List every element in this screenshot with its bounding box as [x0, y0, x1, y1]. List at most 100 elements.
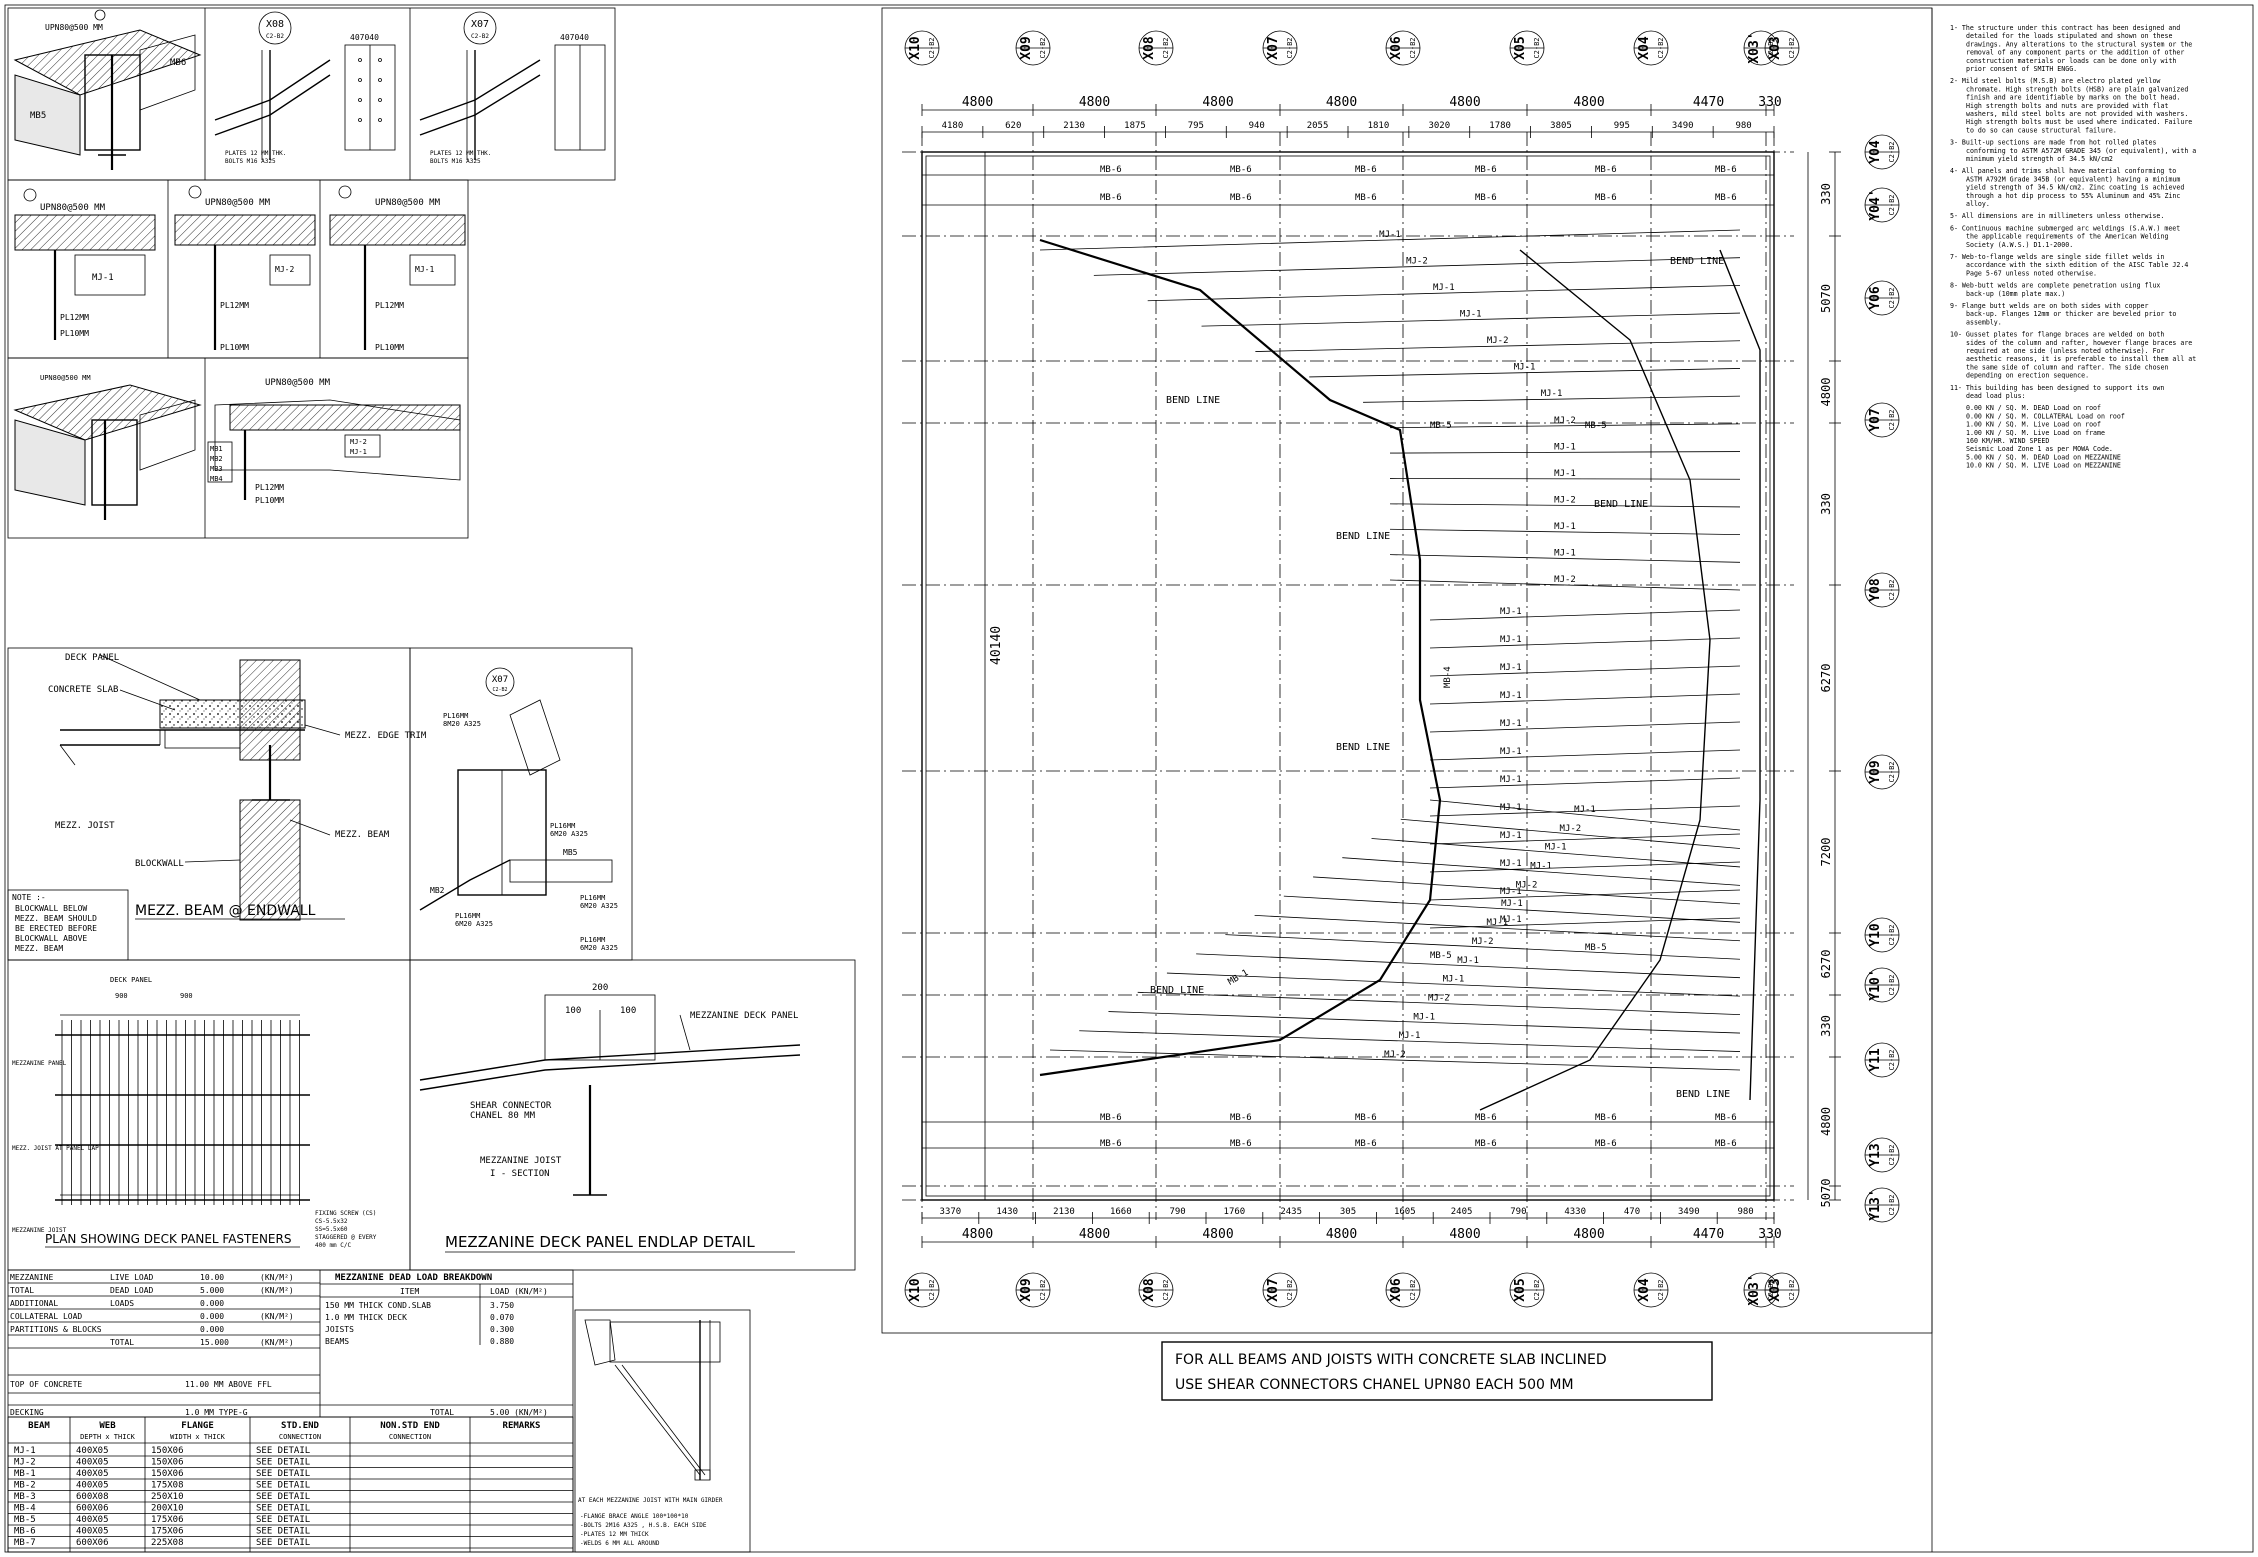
note-line: finish and are identifiable by marks on …	[1966, 94, 2180, 102]
grid-bubble-y-id: Y09	[1868, 760, 1883, 783]
beam-cell: 200X10	[151, 1504, 184, 1514]
joist-label: MJ-2	[1487, 336, 1509, 346]
breakdown-item: JOISTS	[325, 1325, 354, 1334]
bend-line-label: BEND LINE	[1166, 395, 1220, 406]
dim-top-label: 4800	[1573, 95, 1604, 110]
beam-cell: MB-4	[14, 1504, 36, 1514]
dim-bottom-sub-label: 470	[1624, 1207, 1640, 1217]
breakdown-item: BEAMS	[325, 1337, 349, 1346]
joist-mj1	[1108, 1011, 1741, 1034]
svg-text:MJ-1: MJ-1	[350, 448, 367, 456]
dim-top-sub-label: 1780	[1489, 121, 1511, 131]
mb6-label: MB-6	[1230, 1113, 1252, 1123]
svg-text:PLATES 12 MM THK.: PLATES 12 MM THK.	[225, 150, 286, 157]
load-line: 160 KM/HR. WIND SPEED	[1966, 437, 2049, 445]
svg-text:PL12MM: PL12MM	[375, 301, 404, 310]
grid-bubble-y-id: Y10'	[1868, 969, 1883, 1000]
dim-bottom-sub-label: 1605	[1394, 1207, 1416, 1217]
detail-iso-beam-1: MB5 MB6 UPN80@500 MM	[13, 9, 202, 170]
grid-bubble-y-sub: C2-B2	[1888, 1194, 1896, 1215]
svg-text:DECKING: DECKING	[10, 1408, 44, 1417]
svg-text:11.00 MM ABOVE FFL: 11.00 MM ABOVE FFL	[185, 1380, 272, 1389]
grid-bubble-x-top-id: X03'	[1747, 32, 1762, 63]
beam-cell: 175X06	[151, 1527, 184, 1537]
beam-subhead: CONNECTION	[279, 1433, 321, 1441]
joist-mj1	[1039, 229, 1741, 251]
svg-text:BLOCKWALL ABOVE: BLOCKWALL ABOVE	[15, 934, 87, 943]
dim-right-label: 5070	[1819, 284, 1833, 313]
beam-cell: MJ-1	[14, 1446, 36, 1456]
bend-line-label: BEND LINE	[1336, 531, 1390, 542]
joist-mj1	[1196, 953, 1741, 979]
breakdown-head: ITEM	[400, 1287, 419, 1296]
endwall-detail: DECK PANEL CONCRETE SLAB MEZZ. EDGE TRIM…	[7, 647, 633, 961]
breakdown-value: 0.300	[490, 1325, 514, 1334]
svg-text:FIXING SCREW (CS): FIXING SCREW (CS)	[315, 1210, 376, 1217]
joist-label: MJ-1	[1501, 899, 1523, 909]
grid-bubble-x-bottom-sub: C2-B2	[1533, 1279, 1541, 1300]
mb5-label: MB-5	[1430, 421, 1452, 431]
svg-text:MEZZ. BEAM SHOULD: MEZZ. BEAM SHOULD	[15, 914, 97, 923]
beam-subhead: WIDTH x THICK	[170, 1433, 226, 1441]
beam-head: FLANGE	[181, 1421, 214, 1431]
beam-cell: SEE DETAIL	[256, 1469, 310, 1479]
dim-top-label: 330	[1758, 95, 1781, 110]
svg-text:UPN80@500 MM: UPN80@500 MM	[205, 198, 271, 208]
mb5-label: MB-5	[1585, 943, 1607, 953]
load-cell: 0.000	[200, 1299, 224, 1308]
grid-bubble-x-bottom-id: X03'	[1747, 1274, 1762, 1305]
dim-top-sub-label: 3490	[1672, 121, 1694, 131]
note-line: 9- Flange butt welds are on both sides w…	[1950, 302, 2149, 310]
note-line: the applicable requirements of the Ameri…	[1966, 233, 2168, 241]
grid-bubble-y-sub: C2-B2	[1888, 579, 1896, 600]
grid-bubble-y-id: Y13'	[1868, 1189, 1883, 1220]
note-line: removal of any component parts or the ad…	[1966, 49, 2184, 57]
joist-mj1	[1225, 934, 1741, 960]
breakdown-head: LOAD (KN/M²)	[490, 1287, 548, 1296]
brace-detail	[584, 1319, 721, 1481]
grid-bubble-x-top-sub: C2-B2	[1286, 37, 1294, 58]
grid-bubble-y-id: Y07	[1868, 408, 1883, 431]
load-cell: DEAD LOAD	[110, 1286, 154, 1295]
grid-bubble-x-top-id: X08	[1142, 36, 1157, 60]
beam-head: STD.END	[281, 1421, 320, 1431]
svg-text:-BOLTS 2M16 A325 , H.S.B. EACH: -BOLTS 2M16 A325 , H.S.B. EACH SIDE	[580, 1522, 707, 1529]
breakdown-item: 1.0 MM THICK DECK	[325, 1313, 407, 1322]
load-cell: (KN/M²)	[260, 1312, 294, 1321]
joist-label: MJ-2	[1560, 824, 1582, 834]
joist-label: MJ-1	[1500, 607, 1522, 617]
beam-cell: 400X05	[76, 1458, 109, 1468]
grid-bubble-x-bottom-sub: C2-B2	[1788, 1279, 1796, 1300]
joist-mj1	[1309, 368, 1741, 378]
joist-mj1	[1400, 818, 1741, 849]
endwall-concrete-slab: CONCRETE SLAB	[48, 685, 118, 695]
beam-head: REMARKS	[503, 1421, 541, 1431]
joist-label: MJ-1	[1500, 831, 1522, 841]
svg-text:BE ERECTED BEFORE: BE ERECTED BEFORE	[15, 924, 97, 933]
beam-cell: MB-1	[14, 1469, 36, 1479]
beam-cell: 250X10	[151, 1492, 184, 1502]
beam-cell: SEE DETAIL	[256, 1504, 310, 1514]
svg-text:8M20 A325: 8M20 A325	[443, 720, 481, 728]
note-line: aesthetic reasons, it is preferable to i…	[1966, 355, 2196, 363]
joist-label: MJ-2	[1516, 880, 1538, 890]
dim-right-label: 4800	[1819, 378, 1833, 407]
dim-bottom-label: 4800	[1573, 1227, 1604, 1242]
beam-cell: MB-3	[14, 1492, 36, 1502]
joist-label: MJ-1	[1500, 887, 1522, 897]
note-line: conforming to ASTM A572M GRADE 345 (or e…	[1966, 147, 2196, 155]
joist-label: MJ-1	[1514, 363, 1536, 373]
mb6-label: MB-6	[1475, 1139, 1497, 1149]
note-line: minimum yield strength of 34.5 kN/cm2	[1966, 155, 2113, 163]
grid-bubble-x-bottom-sub: C2-B2	[1409, 1279, 1417, 1300]
beam-cell: SEE DETAIL	[256, 1515, 310, 1525]
endlap-title: MEZZANINE DECK PANEL ENDLAP DETAIL	[445, 1233, 755, 1251]
label-upn-1: UPN80@500 MM	[45, 23, 103, 32]
dim-bottom-sub-label: 3490	[1678, 1207, 1700, 1217]
dim-right-label: 6270	[1819, 950, 1833, 979]
beam-cell: 600X08	[76, 1492, 109, 1502]
note-line: 8- Web-butt welds are complete penetrati…	[1950, 282, 2160, 290]
load-cell: (KN/M²)	[260, 1338, 294, 1347]
svg-text:PL12MM: PL12MM	[60, 313, 89, 322]
